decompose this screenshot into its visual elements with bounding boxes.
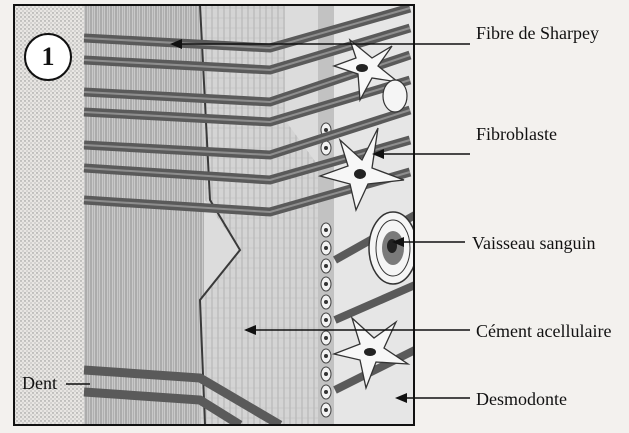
figure-frame xyxy=(13,4,415,426)
label-cement-acellulaire: Cément acellulaire xyxy=(476,321,612,341)
figure-number-badge: 1 xyxy=(24,33,72,81)
blood-vessel xyxy=(368,211,414,285)
label-fibre-de-sharpey: Fibre de Sharpey xyxy=(476,23,599,43)
label-dent: Dent xyxy=(22,373,57,393)
label-vaisseau-sanguin: Vaisseau sanguin xyxy=(472,233,596,253)
tooth-body xyxy=(84,5,204,425)
label-fibroblaste: Fibroblaste xyxy=(476,124,557,144)
leader-lines xyxy=(66,43,470,399)
cement-boundary xyxy=(198,5,242,425)
vessel-section-top xyxy=(382,79,408,113)
label-desmodonte: Desmodonte xyxy=(476,389,567,409)
leader-arrowheads xyxy=(170,39,407,403)
